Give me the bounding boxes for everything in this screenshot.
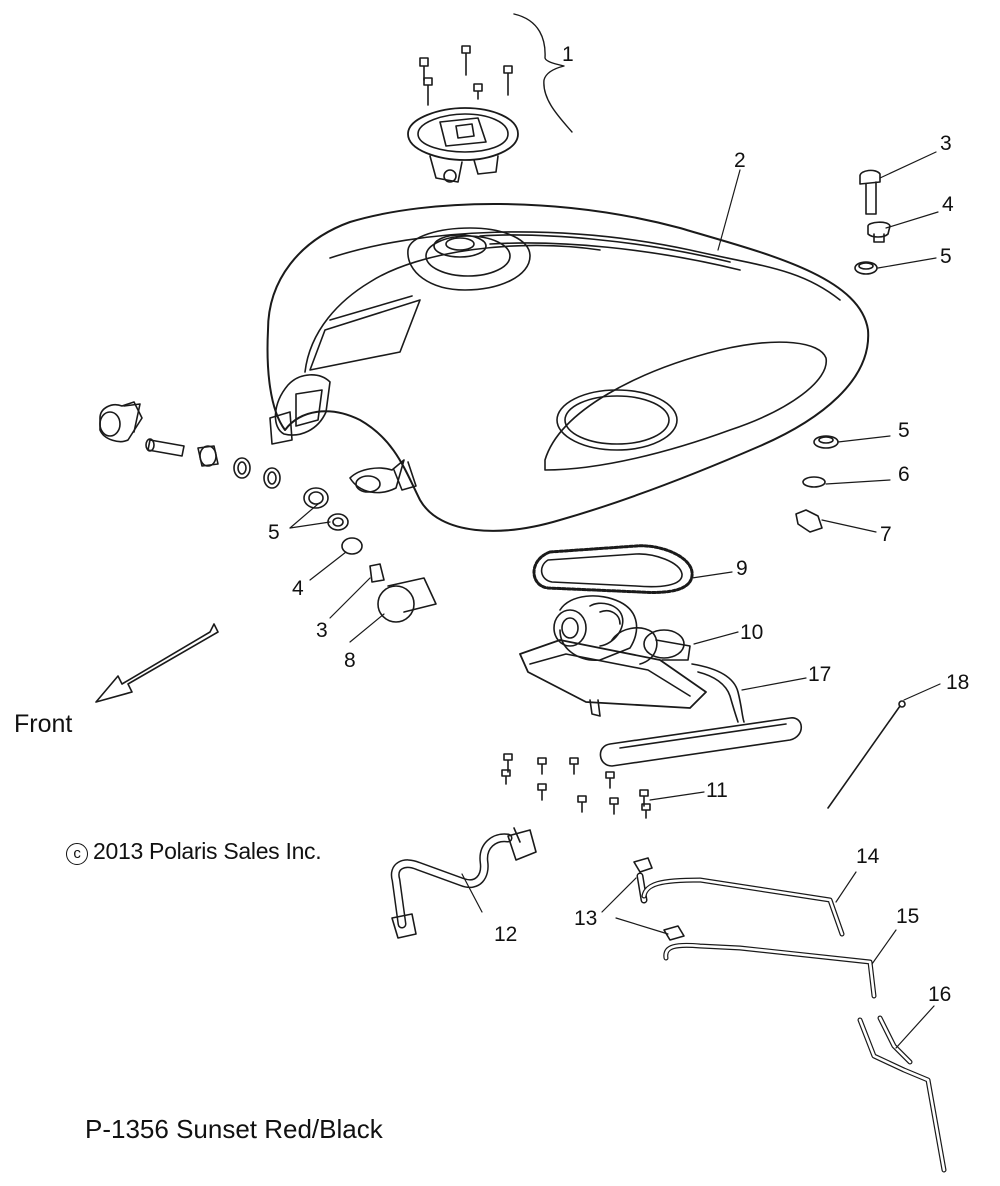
callout-16: 16	[928, 983, 952, 1006]
front-direction-arrow	[95, 623, 219, 703]
fuel-pump-assembly	[519, 595, 803, 767]
fuel-line-hose	[390, 827, 537, 939]
callout-5-right-mid: 5	[898, 419, 910, 442]
callout-15: 15	[896, 905, 920, 928]
callout-1: 1	[562, 43, 574, 66]
callout-17: 17	[808, 663, 832, 686]
left-mount-hardware	[99, 401, 437, 623]
callout-4-right: 4	[942, 193, 954, 216]
callout-11: 11	[706, 779, 728, 802]
diagram-part-number: P-1356 Sunset Red/Black	[85, 1114, 383, 1144]
leader-lines	[289, 151, 941, 1049]
callout-13: 13	[574, 907, 598, 930]
callout-9: 9	[736, 557, 748, 580]
callout-3-left: 3	[316, 619, 328, 642]
fuel-tank	[266, 202, 870, 532]
callout-14: 14	[856, 845, 880, 868]
pump-gasket	[532, 544, 694, 594]
callout-4-left: 4	[292, 577, 304, 600]
right-mount-hardware	[795, 169, 891, 533]
fuel-cap-assembly	[407, 13, 573, 183]
callout-8: 8	[344, 649, 356, 672]
callout-12: 12	[494, 923, 518, 946]
copyright-symbol: c	[66, 843, 88, 865]
pump-screws	[501, 753, 651, 819]
vent-lines	[633, 857, 947, 1173]
callout-3-right: 3	[940, 132, 952, 155]
callout-6: 6	[898, 463, 910, 486]
callout-2: 2	[734, 149, 746, 172]
copyright-text: 2013 Polaris Sales Inc.	[93, 838, 322, 864]
callout-5-left: 5	[268, 521, 280, 544]
callout-5-right-top: 5	[940, 245, 952, 268]
tank-mount-bracket	[269, 374, 331, 445]
callout-18: 18	[946, 671, 970, 694]
callout-10: 10	[740, 621, 764, 644]
callout-7: 7	[880, 523, 892, 546]
front-label: Front	[14, 710, 73, 738]
drain-rod	[827, 700, 906, 809]
